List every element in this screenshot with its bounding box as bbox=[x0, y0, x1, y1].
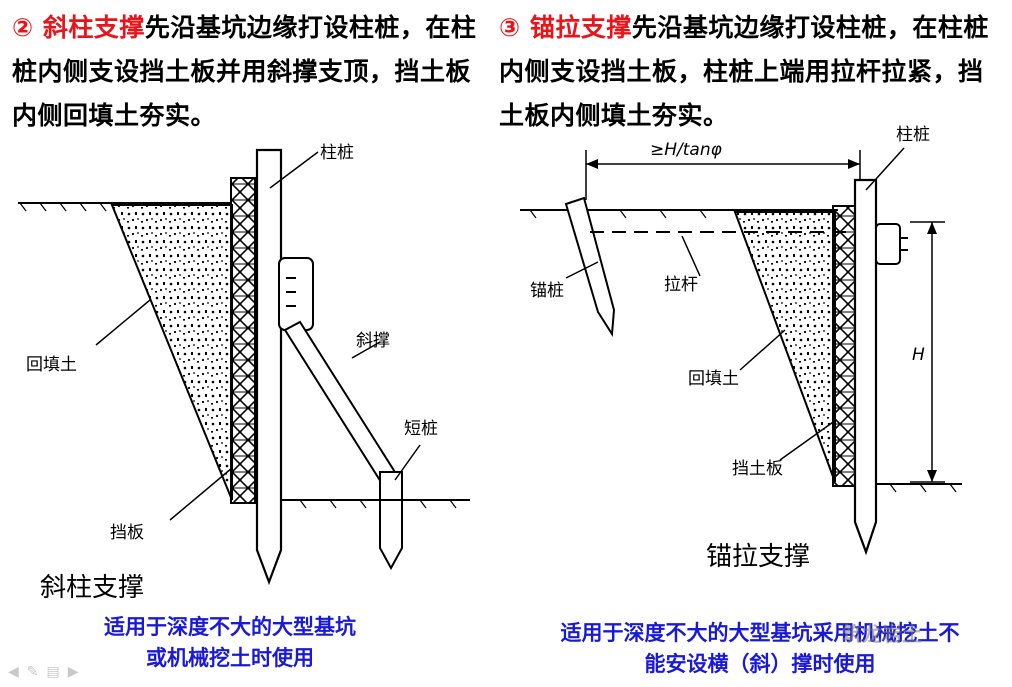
left-caption-line1: 适用于深度不大的大型基坑 bbox=[104, 615, 356, 639]
left-label-backfill: 回填土 bbox=[26, 355, 77, 375]
right-tierod-leader bbox=[681, 235, 701, 277]
left-label-short-pile: 短桩 bbox=[404, 419, 438, 439]
left-bracket-bolts bbox=[286, 277, 296, 307]
right-height-line bbox=[910, 221, 945, 483]
right-label-anchor-pile: 锚桩 bbox=[530, 281, 564, 301]
left-board-leader bbox=[169, 467, 233, 521]
left-pile-leader bbox=[269, 151, 319, 189]
left-label-brace: 斜撑 bbox=[356, 331, 390, 351]
left-backfill-wedge bbox=[110, 204, 233, 501]
left-shortpile-leader bbox=[394, 444, 421, 481]
right-bottom-hatch bbox=[889, 483, 957, 493]
left-label-board: 挡板 bbox=[110, 523, 144, 543]
left-pile bbox=[255, 148, 283, 586]
right-ground-hatch bbox=[529, 209, 707, 219]
right-dimension-line bbox=[585, 150, 861, 200]
left-ground-hatch bbox=[19, 202, 107, 212]
right-label-dimension: ≥H/tanφ bbox=[650, 140, 723, 160]
right-number: ③ bbox=[499, 13, 521, 42]
right-pile bbox=[853, 178, 878, 556]
left-figure-title: 斜柱支撑 bbox=[40, 573, 144, 603]
right-backfill-leader bbox=[739, 329, 786, 371]
right-highlight: 锚拉支撑 bbox=[529, 13, 632, 42]
left-short-pile bbox=[379, 471, 403, 571]
right-caption: 适用于深度不大的大型基坑采用机械挖土不 能安设横（斜）撑时使用 bbox=[510, 618, 1010, 680]
right-anchor-leader bbox=[565, 261, 599, 279]
right-figure-title: 锚拉支撑 bbox=[706, 542, 810, 572]
next-arrow-icon[interactable]: ▶ bbox=[67, 664, 87, 680]
right-anchor-nut bbox=[875, 223, 901, 265]
slide-nav-controls[interactable]: ◀✎▤▶ bbox=[8, 664, 87, 680]
right-label-tie-rod: 拉杆 bbox=[664, 275, 698, 295]
right-label-backfill: 回填土 bbox=[688, 369, 739, 389]
left-caption: 适用于深度不大的大型基坑 或机械挖土时使用 bbox=[60, 612, 400, 674]
left-number: ② bbox=[12, 13, 34, 42]
right-label-board: 挡土板 bbox=[732, 459, 783, 479]
right-caption-line1: 适用于深度不大的大型基坑采用机械挖土不 bbox=[560, 621, 960, 645]
right-label-height: H bbox=[912, 345, 925, 365]
right-nut-threads bbox=[900, 237, 908, 251]
prev-arrow-icon[interactable]: ◀ bbox=[8, 664, 27, 680]
left-label-pile: 柱桩 bbox=[320, 143, 354, 163]
right-label-pile: 柱桩 bbox=[896, 125, 930, 145]
left-figure: 柱桩 斜撑 回填土 短桩 挡板 斜柱支撑 bbox=[18, 143, 470, 603]
pen-icon[interactable]: ✎ bbox=[26, 664, 47, 680]
right-backfill-wedge bbox=[733, 211, 836, 483]
left-highlight: 斜柱支撑 bbox=[42, 13, 145, 42]
right-board-leader bbox=[779, 419, 837, 461]
watermark-logo: 筑龙岩土 bbox=[842, 622, 922, 646]
right-caption-line2: 能安设横（斜）撑时使用 bbox=[644, 652, 876, 676]
left-backfill-leader bbox=[95, 299, 151, 346]
left-retaining-board bbox=[230, 177, 256, 504]
left-caption-line2: 或机械挖土时使用 bbox=[146, 646, 314, 670]
left-bracket bbox=[278, 257, 314, 331]
left-description: ② 斜柱支撑先沿基坑边缘打设柱桩，在柱桩内侧支设挡土板并用斜撑支顶，挡土板内侧回… bbox=[12, 6, 492, 138]
right-pile-leader bbox=[865, 147, 905, 191]
menu-icon[interactable]: ▤ bbox=[46, 664, 68, 680]
right-retaining-board bbox=[832, 205, 856, 487]
right-figure: ≥H/tanφ H 柱桩 锚桩 拉杆 回填土 挡土 bbox=[520, 125, 962, 572]
left-bottom-hatch bbox=[299, 499, 457, 509]
right-body: 先沿基坑边缘打设柱桩，在柱桩内侧支设挡土板，柱桩上端用拉杆拉紧，挡土板内侧填土夯… bbox=[499, 13, 989, 130]
right-description: ③ 锚拉支撑先沿基坑边缘打设柱桩，在柱桩内侧支设挡土板，柱桩上端用拉杆拉紧，挡土… bbox=[499, 6, 1004, 138]
left-body: 先沿基坑边缘打设柱桩，在柱桩内侧支设挡土板并用斜撑支顶，挡土板内侧回填土夯实。 bbox=[12, 13, 477, 130]
left-brace-leader bbox=[351, 341, 381, 359]
